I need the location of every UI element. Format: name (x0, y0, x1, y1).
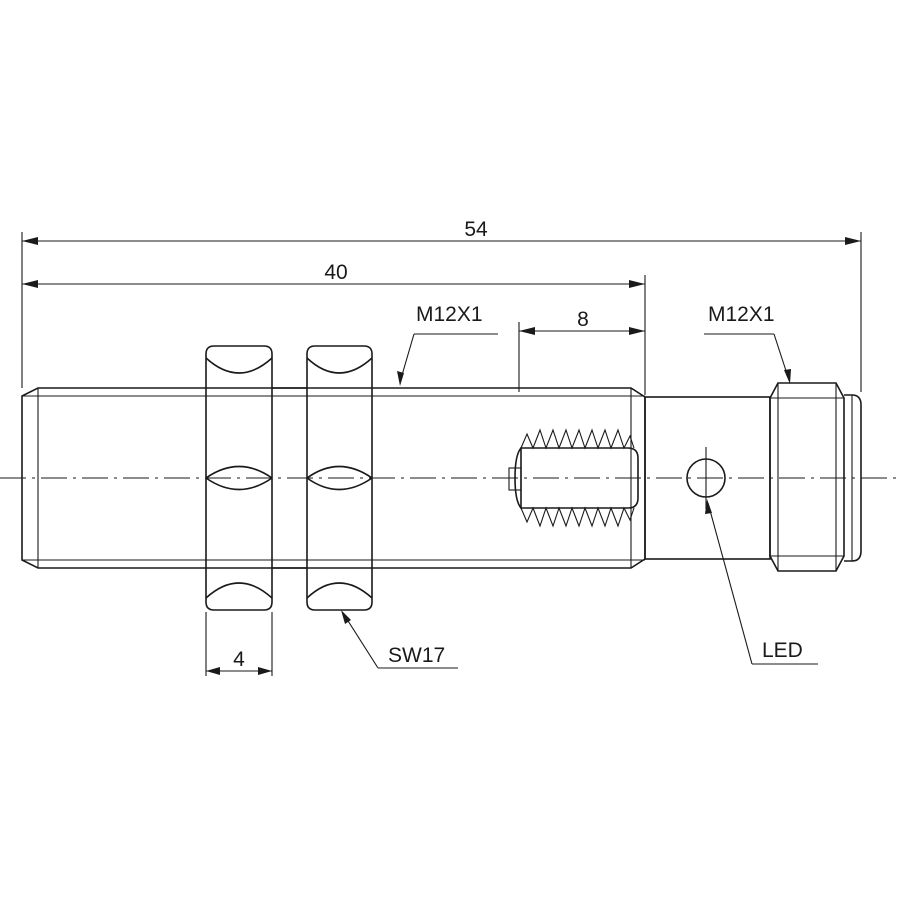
leader-front-thread: M12X1 (397, 303, 498, 386)
extension-lines (21, 232, 862, 676)
dimension-overall-length: 54 (22, 218, 861, 245)
leader-led: LED (705, 499, 818, 665)
connector-thread (769, 382, 845, 572)
dimension-nut-thickness: 4 (206, 648, 272, 675)
overall-length-label: 54 (464, 218, 488, 241)
led-label: LED (762, 639, 803, 662)
threaded-length-label: 40 (324, 261, 347, 284)
nut-width-label: SW17 (388, 644, 445, 667)
hex-nut-2 (306, 345, 373, 611)
leader-rear-thread: M12X1 (704, 303, 791, 384)
dimension-window-length: 8 (519, 308, 645, 335)
window-length-label: 8 (577, 308, 589, 331)
nut-gaps (272, 387, 307, 569)
dimension-threaded-length: 40 (22, 261, 645, 288)
rear-thread-label: M12X1 (708, 303, 775, 326)
leader-nut-width: SW17 (341, 610, 458, 669)
hex-nut-1 (205, 345, 273, 611)
front-thread-label: M12X1 (416, 303, 483, 326)
nut-thickness-label: 4 (233, 648, 245, 671)
